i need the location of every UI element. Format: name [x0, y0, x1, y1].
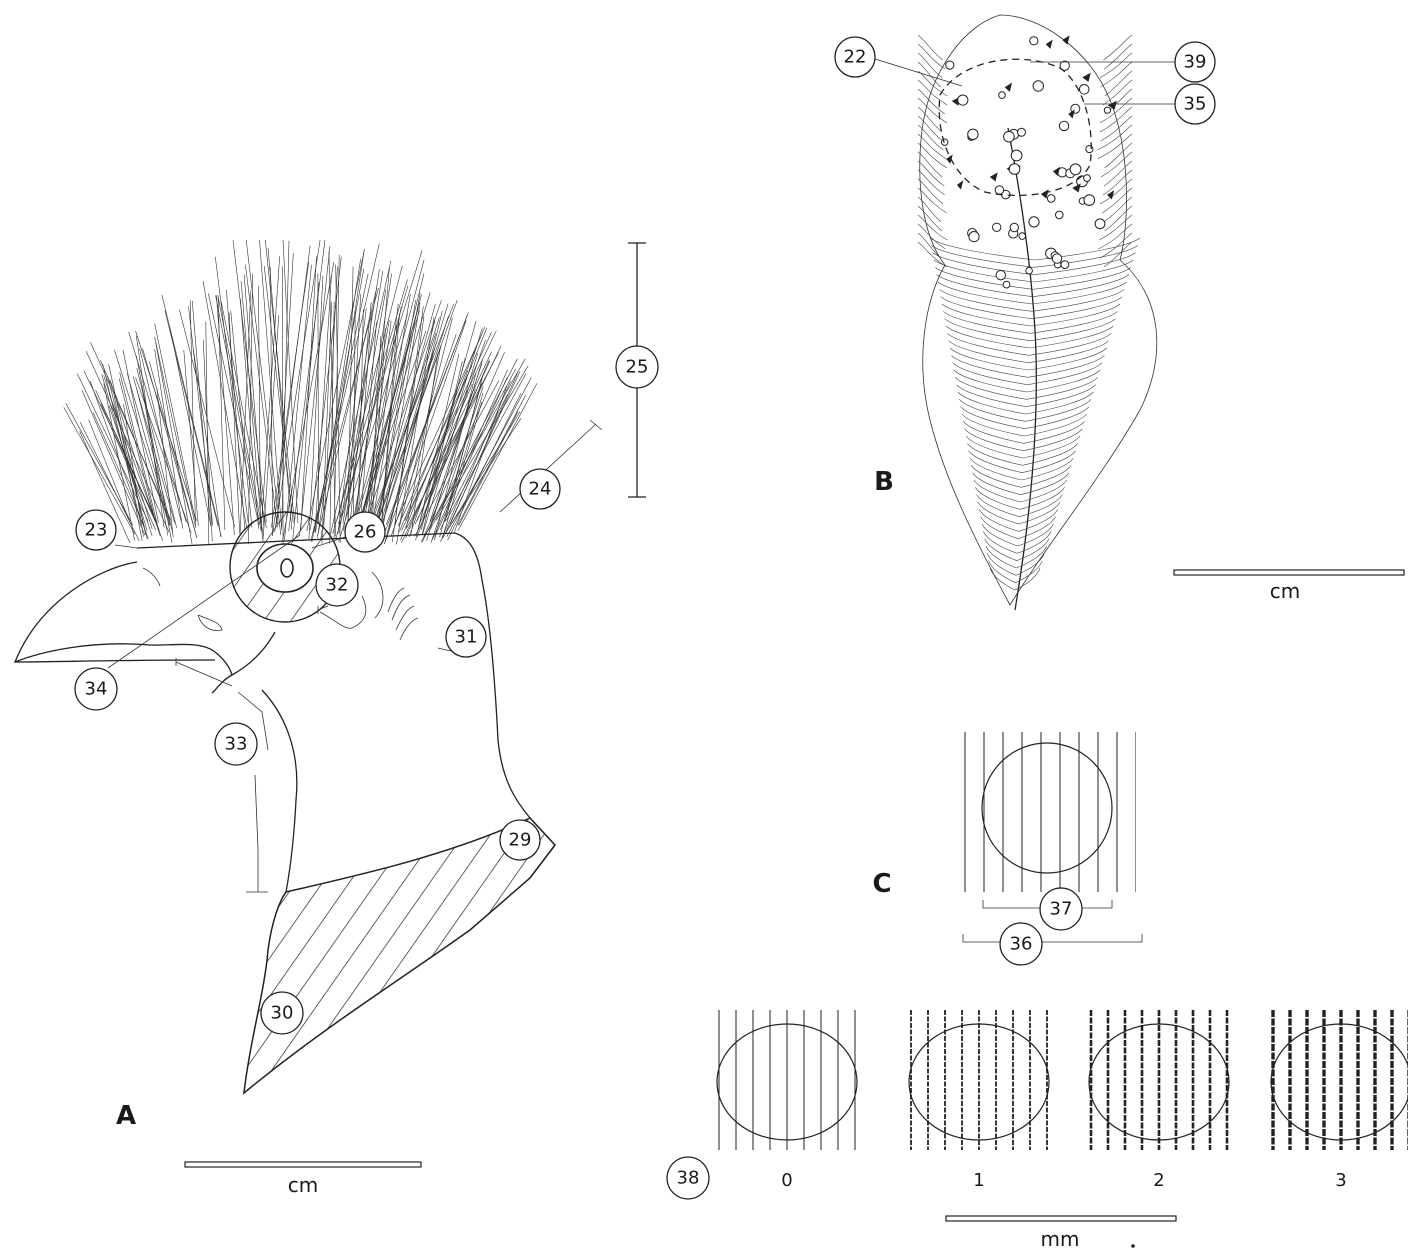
svg-text:31: 31	[455, 627, 478, 648]
eye	[281, 559, 293, 577]
svg-text:26: 26	[354, 522, 377, 543]
unit-label-b: cm	[1270, 579, 1300, 603]
callout-26: 26	[345, 512, 385, 552]
svg-text:33: 33	[225, 734, 248, 755]
callout-31: 31	[446, 617, 486, 657]
panel-c-drawing	[717, 732, 1408, 1150]
svg-text:22: 22	[844, 47, 867, 68]
svg-text:32: 32	[326, 575, 349, 596]
crest-bristles	[64, 240, 537, 545]
ear-arc	[372, 572, 383, 618]
panel-label-b: B	[874, 467, 894, 497]
reference-spot	[982, 743, 1112, 873]
grade-series	[717, 1010, 1408, 1150]
callout-23: 23	[76, 510, 116, 550]
grade-label-1: 1	[973, 1170, 984, 1191]
svg-text:39: 39	[1184, 52, 1207, 73]
panel-b-feather-drawing	[875, 15, 1175, 610]
panel-a-head-drawing	[15, 240, 646, 1093]
grade-sample-1	[909, 1010, 1049, 1150]
callout-33: 33	[215, 723, 257, 765]
speck-dot	[1131, 1244, 1135, 1248]
svg-text:38: 38	[677, 1168, 700, 1189]
callout-29: 29	[500, 820, 540, 860]
grade-label-3: 3	[1335, 1170, 1346, 1191]
svg-text:23: 23	[85, 520, 108, 541]
grade-label-2: 2	[1153, 1170, 1164, 1191]
throat-outline	[262, 690, 297, 892]
scale-bar-a	[185, 1162, 421, 1167]
grade-sample-0	[717, 1010, 857, 1150]
panel-label-c: C	[872, 869, 891, 899]
callout-36: 36	[1000, 923, 1042, 965]
svg-text:24: 24	[529, 479, 552, 500]
svg-text:36: 36	[1010, 934, 1033, 955]
leader-23	[115, 545, 137, 548]
svg-text:37: 37	[1050, 899, 1073, 920]
callout-35: 35	[1175, 84, 1215, 124]
svg-text:30: 30	[271, 1003, 294, 1024]
callout-34: 34	[75, 668, 117, 710]
svg-text:29: 29	[509, 830, 532, 851]
unit-label-c: mm	[1041, 1227, 1080, 1251]
feather-barbs	[918, 35, 1140, 590]
callout-38: 38	[667, 1157, 709, 1199]
ear-tuft	[388, 588, 418, 640]
svg-text:25: 25	[626, 357, 649, 378]
beak-outline	[15, 562, 215, 662]
leader-33	[176, 658, 268, 892]
cere-mark	[143, 568, 160, 586]
nostril-mark	[198, 615, 222, 630]
callout-24: 24	[520, 469, 560, 509]
svg-text:34: 34	[85, 679, 108, 700]
grid-reference	[965, 732, 1136, 892]
callout-22: 22	[835, 37, 875, 77]
scale-bar-c	[946, 1216, 1176, 1221]
grade-sample-3	[1271, 1010, 1408, 1150]
scale-bar-b	[1174, 570, 1404, 575]
callout-37: 37	[1040, 888, 1082, 930]
callout-30: 30	[261, 992, 303, 1034]
callout-39: 39	[1175, 42, 1215, 82]
grade-sample-2	[1089, 1010, 1229, 1150]
panel-label-a: A	[116, 1101, 136, 1131]
unit-label-a: cm	[288, 1173, 318, 1197]
bracket-36	[963, 934, 1142, 942]
svg-text:35: 35	[1184, 94, 1207, 115]
callout-25: 25	[616, 346, 658, 388]
callout-32: 32	[316, 564, 358, 606]
grade-label-0: 0	[781, 1170, 792, 1191]
